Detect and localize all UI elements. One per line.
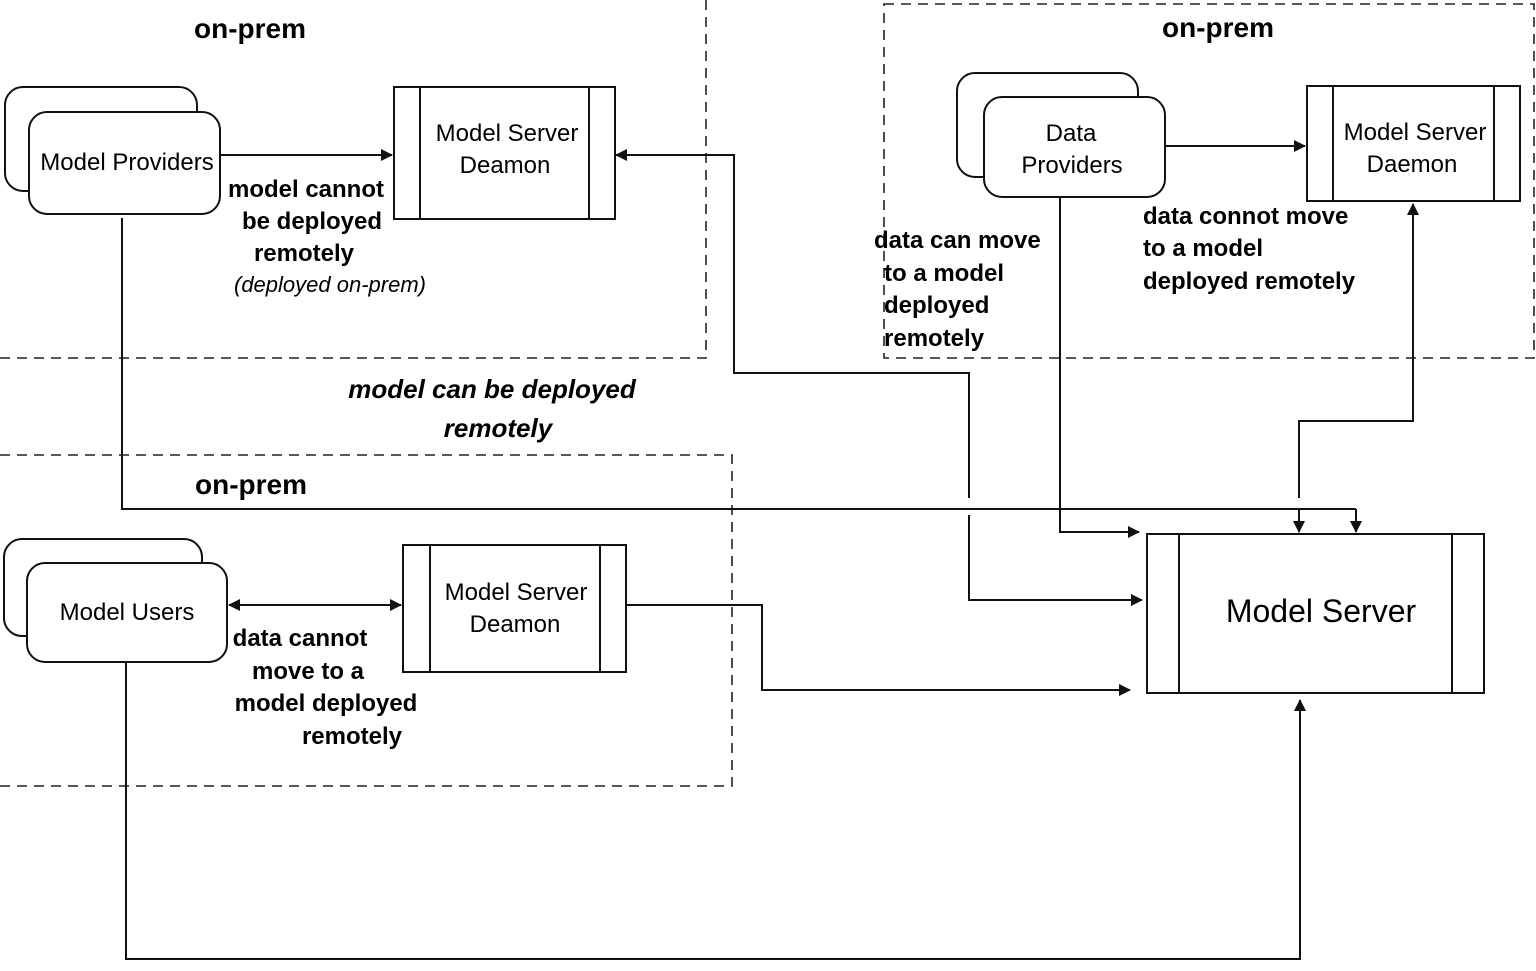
data-providers-node[interactable]: Data Providers [956, 72, 1166, 198]
note-data-can-move: data can move to a model deployed remote… [874, 227, 1041, 352]
data-providers-label-line1: Data [1046, 120, 1097, 147]
note-line: data can move [874, 227, 1041, 254]
zone-top-right [883, 3, 1535, 359]
edge-msd-bottom-to-server [627, 604, 1131, 696]
msd-top-left-label-line1: Model Server [436, 120, 579, 147]
note-line: remotely [254, 240, 355, 267]
note-line: model cannot [228, 176, 384, 203]
note-line: remotely [884, 325, 985, 352]
note-line: be deployed [242, 208, 382, 235]
model-users-label: Model Users [60, 599, 195, 626]
model-server-node[interactable]: Model Server [1146, 533, 1485, 694]
note-data-cannot-move: data cannot move to a model deployed rem… [233, 625, 418, 750]
model-providers-node[interactable]: Model Providers [4, 86, 221, 215]
note-model-cannot-be-deployed: model cannot be deployed remotely (deplo… [228, 176, 426, 297]
note-line: data cannot [233, 625, 368, 652]
note-line: model can be deployed [348, 374, 637, 404]
data-providers-label-line2: Providers [1021, 152, 1122, 179]
edge-users-to-server [125, 662, 1306, 960]
note-line: model deployed [235, 690, 418, 717]
msd-top-right-node[interactable]: Model Server Daemon [1306, 85, 1521, 202]
note-line: to a model [1143, 235, 1263, 262]
note-data-connot-move: data connot move to a model deployed rem… [1143, 203, 1356, 295]
edge-data-to-server [1059, 198, 1140, 538]
note-line: data connot move [1143, 203, 1348, 230]
msd-top-right-label-line2: Daemon [1367, 151, 1458, 178]
note-line: move to a [252, 658, 365, 685]
msd-bottom-left-node[interactable]: Model Server Deamon [402, 544, 627, 673]
zone-bottom-left [0, 454, 733, 787]
note-line: remotely [302, 723, 403, 750]
msd-top-left-label-line2: Deamon [460, 152, 551, 179]
edge-server-to-msd-top-right [1298, 203, 1419, 498]
edges [121, 140, 1419, 960]
note-line: deployed remotely [1143, 268, 1356, 295]
zone-title-top-left: on-prem [194, 13, 306, 44]
zone-title-top-right: on-prem [1162, 12, 1274, 43]
zone-top-left [0, 0, 707, 359]
msd-bottom-left-label-line1: Model Server [445, 579, 588, 606]
note-model-can-be-deployed: model can be deployed remotely [348, 374, 637, 443]
edge-server-to-msd-top-left [615, 149, 970, 498]
note-line: deployed [884, 292, 989, 319]
edge-providers-to-server [121, 218, 1356, 510]
msd-top-right-label-line1: Model Server [1344, 119, 1487, 146]
zone-title-bottom-left: on-prem [195, 469, 307, 500]
note-line: remotely [444, 413, 554, 443]
msd-top-left-node[interactable]: Model Server Deamon [393, 86, 616, 220]
model-users-node[interactable]: Model Users [3, 538, 228, 663]
note-line: to a model [884, 260, 1004, 287]
model-providers-label: Model Providers [40, 149, 213, 176]
model-server-label: Model Server [1226, 593, 1417, 629]
note-deployed-on-prem: (deployed on-prem) [234, 272, 426, 297]
msd-bottom-left-label-line2: Deamon [470, 611, 561, 638]
edge-msd-top-left-to-server [968, 515, 1143, 606]
